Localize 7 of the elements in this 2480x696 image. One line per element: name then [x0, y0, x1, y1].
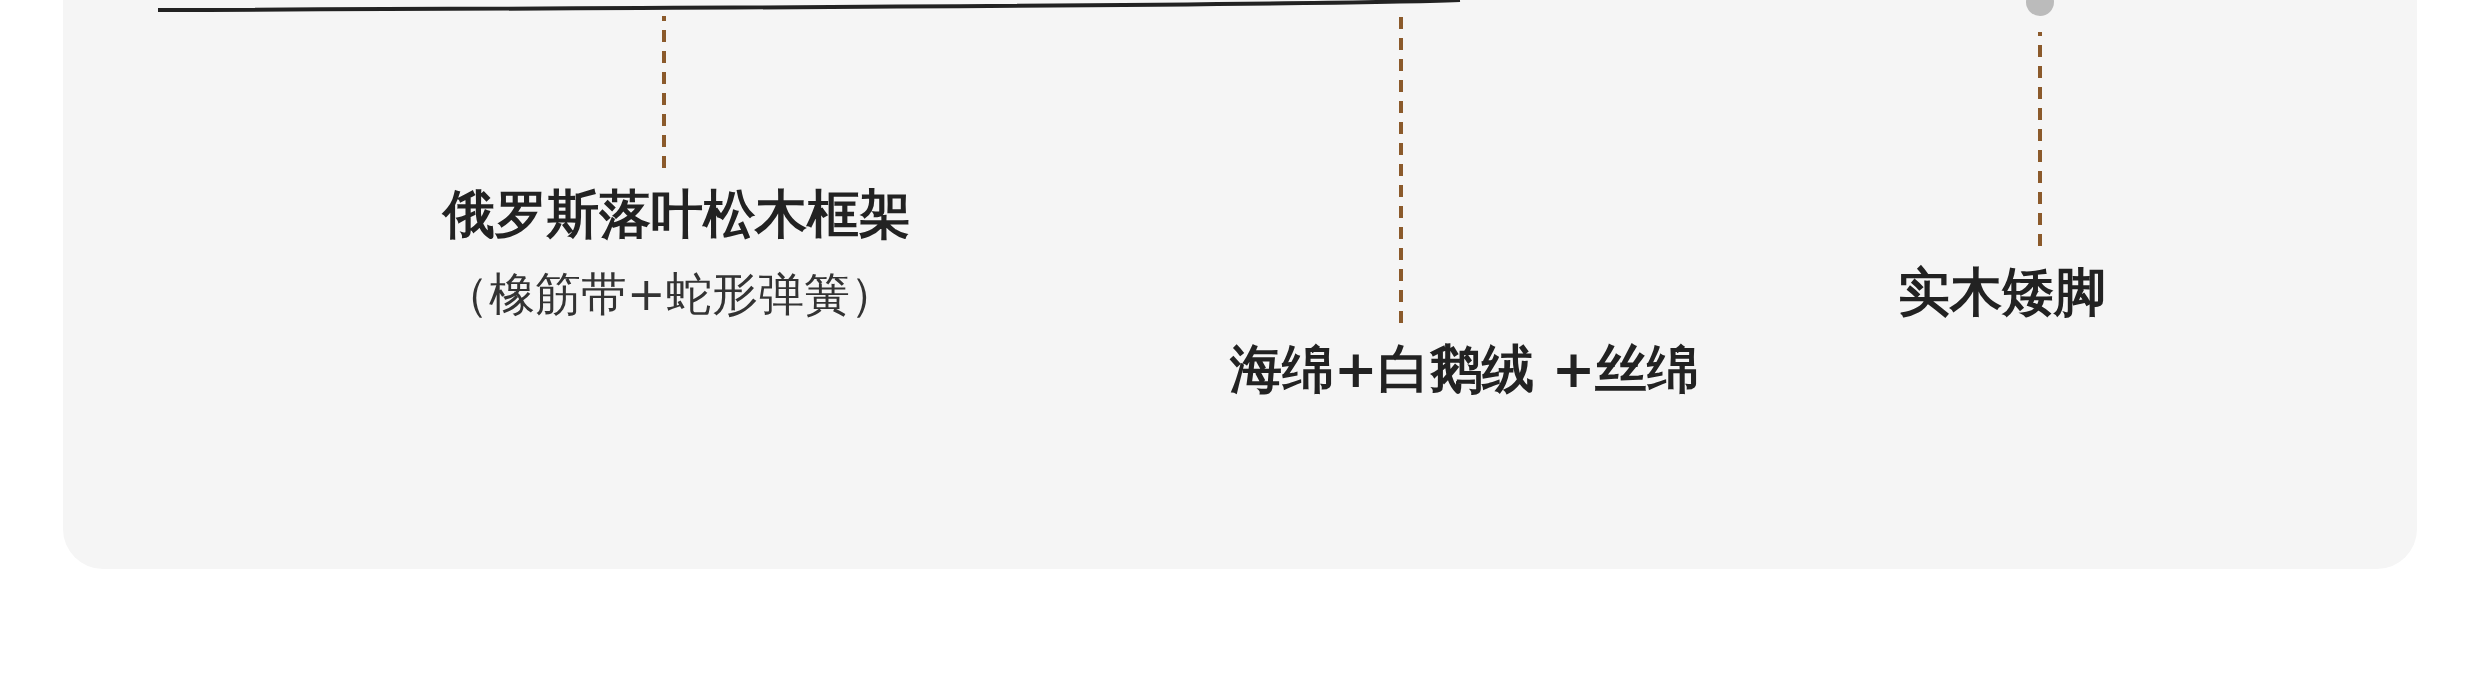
- leader-line: [662, 16, 666, 168]
- part-detail: （橡筋带+蛇形弹簧）: [443, 266, 897, 323]
- part-name: 俄罗斯落叶松木框架: [443, 183, 911, 246]
- leader-line: [2038, 32, 2042, 246]
- part-name: 实木矮脚: [1898, 261, 2106, 324]
- leader-line: [1399, 16, 1403, 323]
- part-name: 海绵+白鹅绒 +丝绵: [1230, 338, 1700, 401]
